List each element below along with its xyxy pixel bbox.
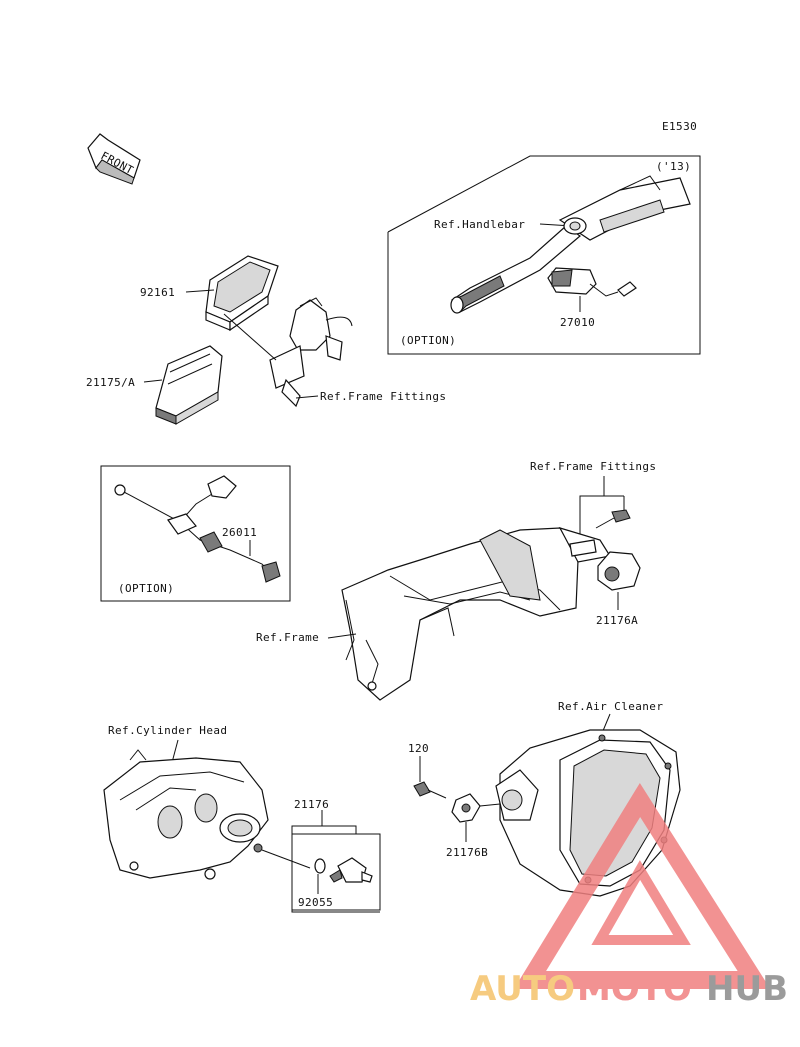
watermark-inner-triangle-icon <box>591 860 691 945</box>
part-92055-label: 92055 <box>298 896 333 909</box>
sensor-21176b-icon <box>451 793 501 823</box>
frame-group: Ref.Frame Fittings Ref.Frame 21176A <box>256 460 656 701</box>
watermark-moto: MOTO <box>577 969 692 1009</box>
handlebar-option-label: (OPTION) <box>400 334 456 347</box>
handlebar-year-label: ('13) <box>656 160 691 173</box>
harness-option-box: 26011 (OPTION) <box>100 465 291 602</box>
ref-frame-fittings-label-1: Ref.Frame Fittings <box>320 390 446 403</box>
front-arrow-icon: FRONT <box>87 133 141 185</box>
air-cleaner-drawing <box>495 729 681 897</box>
ref-frame-label: Ref.Frame <box>256 631 319 644</box>
part-27010-label: 27010 <box>560 316 595 329</box>
harness-option-label: (OPTION) <box>118 582 174 595</box>
watermark-hub: HUB <box>706 969 788 1009</box>
automotohub-watermark: AUTO MOTO HUB <box>470 782 788 1009</box>
ecu-unit-21175a-icon <box>155 345 223 425</box>
ref-handlebar-label: Ref.Handlebar <box>434 218 525 231</box>
washer-92055-icon <box>314 858 326 874</box>
ecu-group: 92161 21175/A Ref.Frame Fittings <box>86 255 446 425</box>
ref-frame-fittings-label-2: Ref.Frame Fittings <box>530 460 656 473</box>
bolt-120-icon <box>413 781 447 799</box>
ref-air-cleaner-label: Ref.Air Cleaner <box>558 700 663 713</box>
ecu-bracket-icon <box>269 297 353 408</box>
ref-cylinder-head-label: Ref.Cylinder Head <box>108 724 227 737</box>
diagram-code: E1530 <box>662 120 697 133</box>
sensor-21176a-icon <box>569 509 641 591</box>
handlebar-option-box: ('13) (OPTION) Ref.Handlebar 27010 <box>387 155 701 355</box>
cylinder-head-drawing <box>103 749 269 880</box>
harness-26011-icon <box>114 475 281 583</box>
watermark-triangle-icon <box>513 782 771 989</box>
part-21176a-label: 21176A <box>596 614 638 627</box>
watermark-auto: AUTO <box>470 969 575 1009</box>
handlebar-drawing <box>450 175 691 314</box>
part-21176-label: 21176 <box>294 798 329 811</box>
air-cleaner-group: Ref.Air Cleaner 120 21176B <box>408 700 681 897</box>
part-26011-label: 26011 <box>222 526 257 539</box>
part-120-label: 120 <box>408 742 429 755</box>
part-21175a-label: 21175/A <box>86 376 135 389</box>
part-92161-label: 92161 <box>140 286 175 299</box>
sensor-21176-icon <box>329 857 373 883</box>
part-21176b-label: 21176B <box>446 846 488 859</box>
cylinder-head-group: Ref.Cylinder Head 21176 920 <box>103 724 381 913</box>
ecu-cover-92161-icon <box>205 255 279 332</box>
frame-drawing <box>341 527 611 701</box>
switch-27010-icon <box>547 267 637 312</box>
